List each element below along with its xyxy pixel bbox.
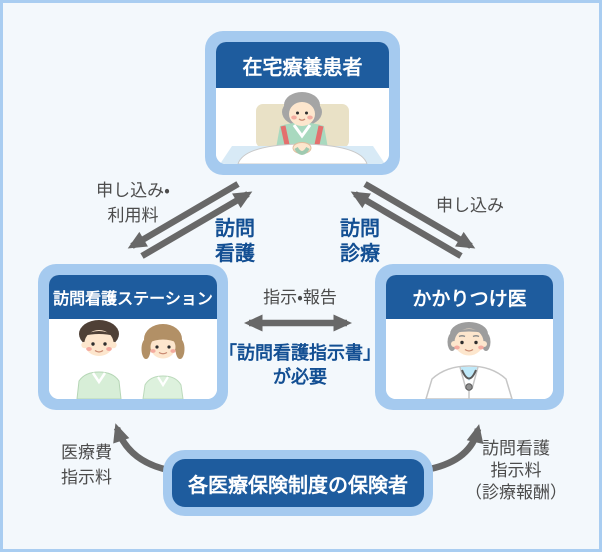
- patient-box: 在宅療養患者: [205, 31, 400, 175]
- label-nursing-instruction-fee: 訪問看護 指示料 （診療報酬）: [465, 439, 567, 503]
- station-box: 訪問看護ステーション: [38, 264, 228, 410]
- label-application-fee: 申し込み・ 利用料: [96, 181, 170, 226]
- patient-box-title: 在宅療養患者: [216, 42, 389, 88]
- elderly-patient-illustration: [220, 92, 385, 164]
- doctor-box: かかりつけ医: [375, 264, 564, 410]
- doctor-box-title: かかりつけ医: [386, 275, 553, 319]
- doctor-illustration: [425, 322, 513, 399]
- label-visiting-nursing: 訪問 看護: [215, 216, 255, 265]
- insurer-box: 各医療保険制度の保険者: [163, 450, 433, 516]
- label-instruction-document-note: 「訪問看護指示書」 が必要: [219, 343, 381, 388]
- label-visiting-medical-care: 訪問 診療: [340, 216, 380, 265]
- label-application: 申し込み: [436, 196, 504, 216]
- insurer-box-title: 各医療保険制度の保険者: [172, 459, 424, 507]
- label-instruction-report: 指示・報告: [263, 288, 337, 308]
- label-medical-fee: 医療費 指示料: [61, 443, 112, 488]
- station-box-title: 訪問看護ステーション: [49, 275, 217, 319]
- two-nurses-illustration: [76, 320, 185, 399]
